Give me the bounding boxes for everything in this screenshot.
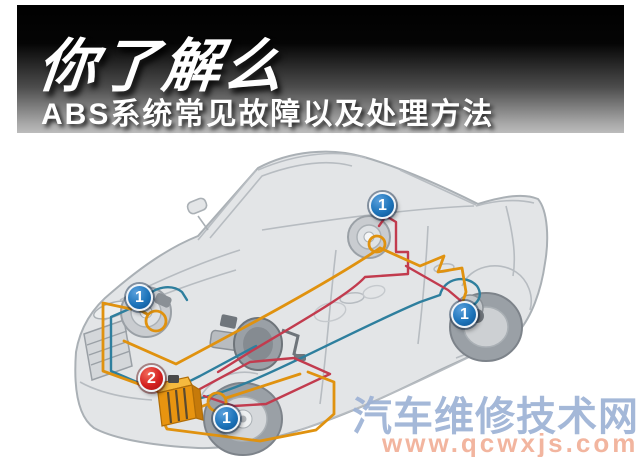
car-body bbox=[74, 150, 549, 450]
page-subtitle: ABS系统常见故障以及处理方法 bbox=[41, 98, 495, 131]
marker-front-left-sensor: 1 bbox=[126, 284, 153, 311]
brake-booster bbox=[209, 314, 306, 371]
marker-label: 1 bbox=[378, 196, 387, 214]
abs-hydraulic-unit bbox=[155, 375, 204, 427]
marker-label: 2 bbox=[147, 369, 156, 387]
watermark-site-name: 汽车维修技术网 bbox=[352, 395, 639, 439]
marker-label: 1 bbox=[135, 288, 144, 306]
watermark-site-url: www.qcwxjs.com bbox=[382, 428, 639, 457]
marker-abs-unit: 2 bbox=[138, 365, 165, 392]
side-mirror-icon bbox=[186, 197, 209, 231]
brake-line-orange bbox=[101, 234, 468, 443]
marker-front-right-sensor: 1 bbox=[213, 405, 240, 432]
marker-label: 1 bbox=[460, 305, 469, 323]
marker-rear-right-sensor: 1 bbox=[451, 301, 478, 328]
marker-rear-left-sensor: 1 bbox=[369, 192, 396, 219]
header-banner: 你了解么 ABS系统常见故障以及处理方法 bbox=[17, 5, 624, 133]
brake-line-red bbox=[196, 214, 463, 408]
rear-left-brake-disc bbox=[347, 215, 391, 259]
marker-label: 1 bbox=[222, 409, 231, 427]
